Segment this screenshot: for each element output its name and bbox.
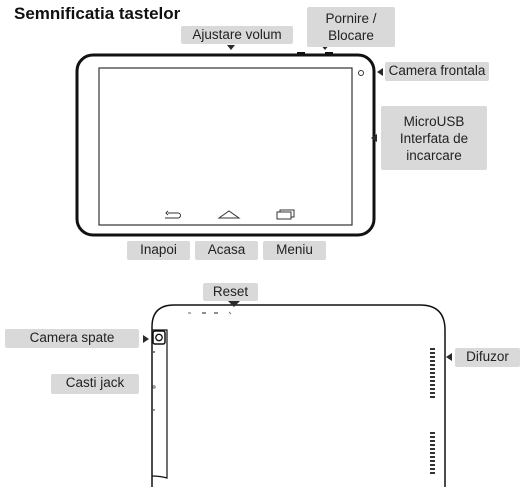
recent-apps-icon — [276, 209, 295, 220]
page-title: Semnificatia tastelor — [14, 4, 181, 23]
arrow-icon — [227, 45, 235, 50]
arrow-icon — [377, 68, 383, 76]
label-front-camera: Camera frontala — [385, 62, 489, 81]
home-icon — [217, 210, 241, 219]
label-back: Inapoi — [127, 241, 190, 260]
label-microusb: MicroUSB Interfata de incarcare — [381, 106, 487, 170]
label-power-line1: Pornire / — [325, 11, 377, 26]
arrow-icon — [228, 301, 240, 307]
speaker-grill-top — [430, 348, 435, 398]
label-headphone-jack: Casti jack — [51, 374, 139, 394]
arrow-icon — [446, 353, 452, 361]
label-menu: Meniu — [263, 241, 326, 260]
front-camera-dot — [358, 70, 364, 76]
label-power-line2: Blocare — [328, 28, 374, 43]
label-microusb-line3: incarcare — [406, 147, 462, 163]
rear-camera — [152, 330, 166, 345]
arrow-icon — [371, 134, 377, 142]
rear-tablet — [143, 301, 452, 487]
label-volume: Ajustare volum — [181, 26, 293, 44]
speaker-grill-bottom — [430, 432, 435, 474]
front-tablet — [75, 44, 383, 237]
label-power: Pornire / Blocare — [307, 7, 395, 47]
label-speaker: Difuzor — [455, 348, 520, 367]
back-icon — [165, 210, 181, 219]
label-home: Acasa — [195, 241, 258, 260]
label-microusb-line1: MicroUSB — [403, 113, 465, 129]
label-reset: Reset — [203, 283, 258, 301]
label-microusb-line2: Interfata de — [399, 130, 469, 146]
arrow-icon — [143, 335, 149, 343]
headphone-jack — [152, 385, 156, 389]
label-rear-camera: Camera spate — [5, 329, 139, 348]
